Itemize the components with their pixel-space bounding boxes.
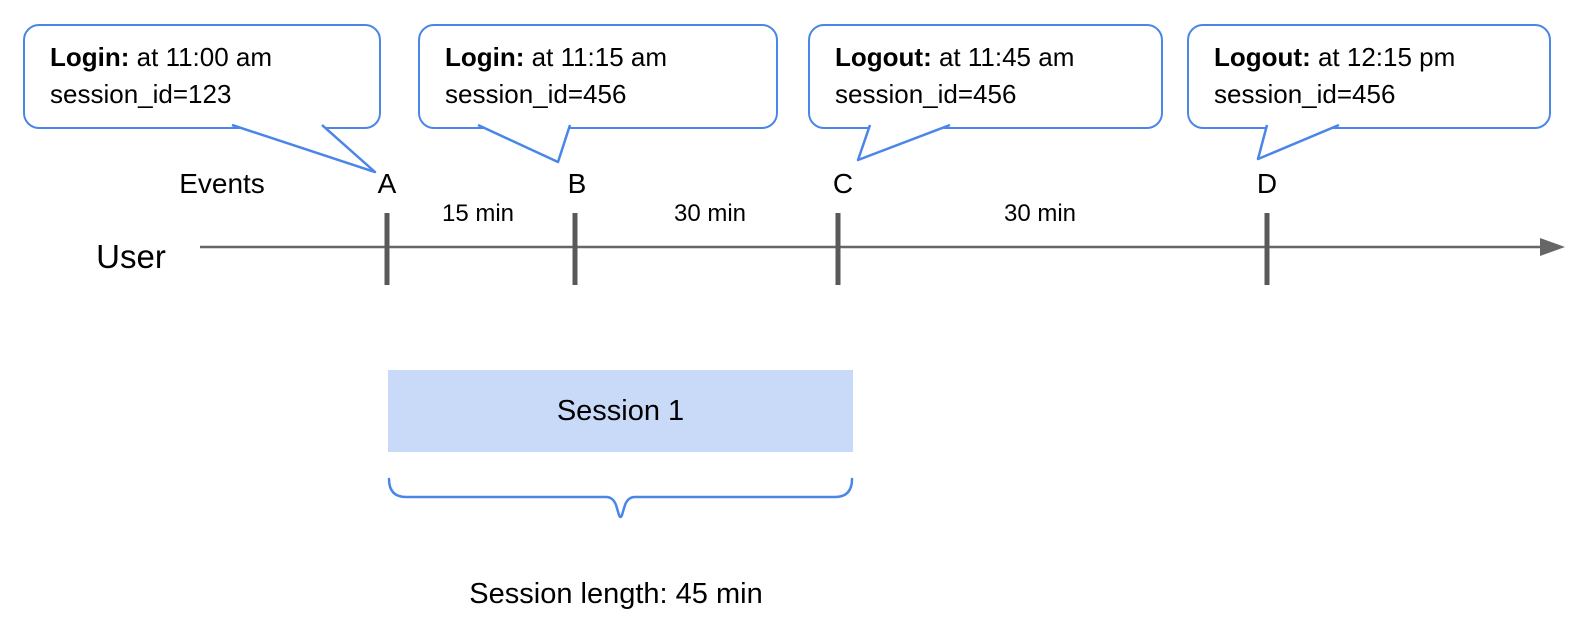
- interval-label-c-d: 30 min: [1003, 200, 1077, 227]
- event-type: Logout:: [835, 42, 932, 72]
- interval-label-b-c: 30 min: [673, 200, 747, 227]
- callout-line-event: Login: at 11:00 am: [50, 39, 369, 76]
- callout-line-event: Login: at 11:15 am: [445, 39, 766, 76]
- event-time: at 11:45 am: [938, 42, 1075, 72]
- callout-bubble-logout-d: Logout: at 12:15 pm session_id=456: [1187, 24, 1551, 129]
- event-type: Login:: [50, 42, 130, 72]
- tick-label-d: D: [1256, 168, 1278, 199]
- tick-label-c: C: [832, 168, 854, 199]
- callout-line-session: session_id=456: [835, 79, 1017, 109]
- event-time: at 12:15 pm: [1317, 42, 1456, 72]
- callout-line-session: session_id=456: [1214, 79, 1396, 109]
- callout-line-session: session_id=123: [50, 79, 232, 109]
- callout-line-event: Logout: at 11:45 am: [835, 39, 1151, 76]
- timeline-arrowhead: [1540, 238, 1565, 256]
- session-length-brace: [387, 477, 854, 519]
- callout-tail-c: [856, 123, 951, 162]
- callout-tail-d: [1256, 123, 1340, 161]
- tick-label-b: B: [567, 168, 587, 199]
- interval-label-a-b: 15 min: [441, 200, 515, 227]
- session-box: Session 1: [388, 370, 853, 452]
- session-length-caption: Session length: 45 min: [469, 578, 763, 610]
- session-box-label: Session 1: [556, 394, 685, 427]
- tick-label-a: A: [377, 168, 397, 199]
- callout-line-event: Logout: at 12:15 pm: [1214, 39, 1539, 76]
- callout-tail-b: [477, 123, 572, 164]
- events-label: Events: [179, 168, 265, 199]
- callout-line-session: session_id=456: [445, 79, 627, 109]
- event-type: Login:: [445, 42, 525, 72]
- callout-tail-a: [231, 123, 377, 174]
- callout-bubble-logout-c: Logout: at 11:45 am session_id=456: [808, 24, 1163, 129]
- callout-bubble-login-b: Login: at 11:15 am session_id=456: [418, 24, 778, 129]
- callout-bubble-login-a: Login: at 11:00 am session_id=123: [23, 24, 381, 129]
- user-axis-label: User: [96, 238, 166, 275]
- event-time: at 11:15 am: [531, 42, 668, 72]
- event-time: at 11:00 am: [136, 42, 273, 72]
- event-type: Logout:: [1214, 42, 1311, 72]
